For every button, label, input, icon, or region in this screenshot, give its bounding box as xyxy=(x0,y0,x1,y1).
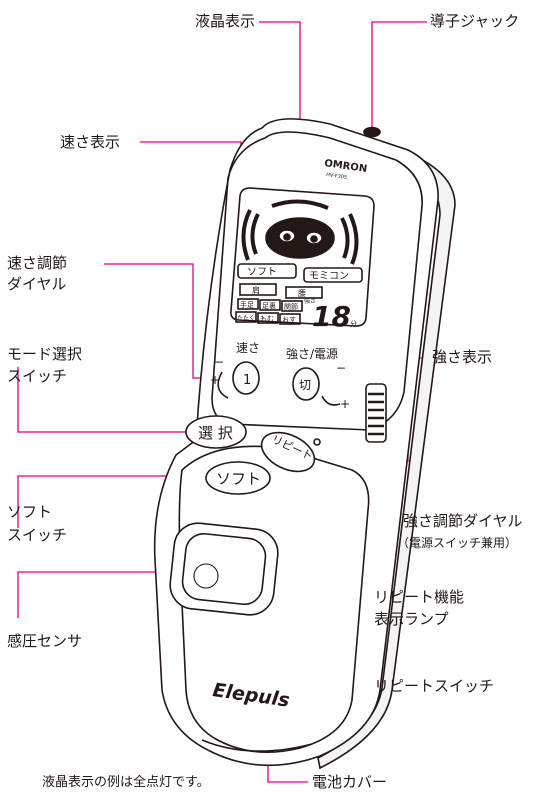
callout-repeat-switch: リピートスイッチ xyxy=(374,677,495,695)
pressure-sensor-center xyxy=(193,563,219,589)
select-button[interactable] xyxy=(185,415,247,449)
pressure-sensor-inner xyxy=(181,532,267,606)
speed-dial-mark: 1 xyxy=(243,373,251,388)
callout-lcd-display: 液晶表示 xyxy=(195,12,256,30)
model-number: HV-F305 xyxy=(326,172,348,181)
callout-conductor-jack: 導子ジャック xyxy=(430,12,520,30)
speed-dial[interactable] xyxy=(217,361,260,399)
strength-minus: − xyxy=(336,361,346,375)
repeat-lamp xyxy=(313,438,321,446)
lcd-mode-soft-box xyxy=(237,263,297,279)
lcd-mode-remote-box xyxy=(303,267,363,283)
speed-label: 速さ xyxy=(236,341,260,355)
callout-speed-dial-line1: 速さ調節 xyxy=(7,254,68,272)
lcd-prog-3: 関節 xyxy=(284,302,298,311)
strength-dial-wheel[interactable] xyxy=(365,383,387,443)
leader-pressure-sensor xyxy=(17,571,178,618)
leader-conductor-jack xyxy=(371,21,427,128)
lcd-prog-6-box xyxy=(279,313,301,325)
lcd-strength-label: 強さ xyxy=(304,297,316,305)
lcd-prog-2-box xyxy=(259,299,281,311)
lcd-prog-5: もむ xyxy=(260,315,274,323)
callout-mode-switch-line2: スイッチ xyxy=(7,367,68,385)
lcd-area-waist-box xyxy=(285,286,323,299)
leader-mode-switch xyxy=(17,367,190,433)
lcd-area-shoulder: 肩 xyxy=(252,285,260,295)
lcd-prog-5-box xyxy=(257,312,279,324)
strength-power-label: 強さ/電源 xyxy=(286,347,338,361)
callout-speed-dial-line2: ダイヤル xyxy=(7,275,67,293)
leader-speed-dial xyxy=(104,263,212,379)
lcd-prog-1: 手足 xyxy=(240,300,254,309)
callout-strength-dial-line1: 強さ調節ダイヤル xyxy=(403,512,523,530)
callout-soft-switch-line1: ソフト xyxy=(7,503,53,521)
power-off-mark: 切 xyxy=(299,378,311,392)
lcd-prog-4-box xyxy=(235,311,257,323)
conductor-jack xyxy=(363,126,381,138)
callout-pressure-sensor: 感圧センサ xyxy=(7,632,83,650)
lcd-prog-6: おす xyxy=(282,316,296,324)
lcd-mode-soft: ソフト xyxy=(247,267,277,278)
repeat-button[interactable] xyxy=(255,425,320,479)
select-button-label: 選 択 xyxy=(198,424,233,442)
lcd-unit: 分 xyxy=(350,319,357,328)
lcd-value: 18 xyxy=(312,300,351,333)
callout-strength-display: 強さ表示 xyxy=(432,348,493,366)
leader-soft-switch xyxy=(17,475,206,528)
lcd-area-shoulder-box xyxy=(239,283,277,296)
lcd-mode-remote: モミコン xyxy=(309,271,349,282)
speed-plus: + xyxy=(210,373,220,387)
face-panel xyxy=(211,131,423,431)
battery-cover xyxy=(201,739,313,752)
footnote: 液晶表示の例は全点灯です。 xyxy=(42,775,210,790)
strength-plus: + xyxy=(340,397,350,411)
callout-strength-dial-line2: （電源スイッチ兼用） xyxy=(397,536,518,550)
strength-dial[interactable] xyxy=(292,367,341,406)
callout-mode-switch-line1: モード選択 xyxy=(7,345,83,363)
speed-minus: − xyxy=(214,355,224,369)
callout-soft-switch-line2: スイッチ xyxy=(7,526,68,544)
callout-speed-display: 速さ表示 xyxy=(60,133,121,151)
callout-battery-cover: 電池カバー xyxy=(312,773,388,791)
lcd-prog-3-box xyxy=(281,300,303,312)
callout-repeat-lamp-line1: リピート機能 xyxy=(374,588,465,606)
soft-button-label: ソフト xyxy=(216,470,261,488)
lcd-prog-2: 足裏 xyxy=(262,301,276,310)
lcd-face-icon xyxy=(241,199,359,265)
device xyxy=(153,118,456,770)
callout-repeat-lamp-line2: 表示ランプ xyxy=(374,610,449,628)
lcd-prog-1-box xyxy=(237,298,259,310)
pressure-sensor[interactable] xyxy=(168,521,280,617)
lcd-area-waist: 腰 xyxy=(298,289,306,298)
lcd-prog-4: たたく xyxy=(237,315,255,322)
soft-button[interactable] xyxy=(205,461,271,495)
